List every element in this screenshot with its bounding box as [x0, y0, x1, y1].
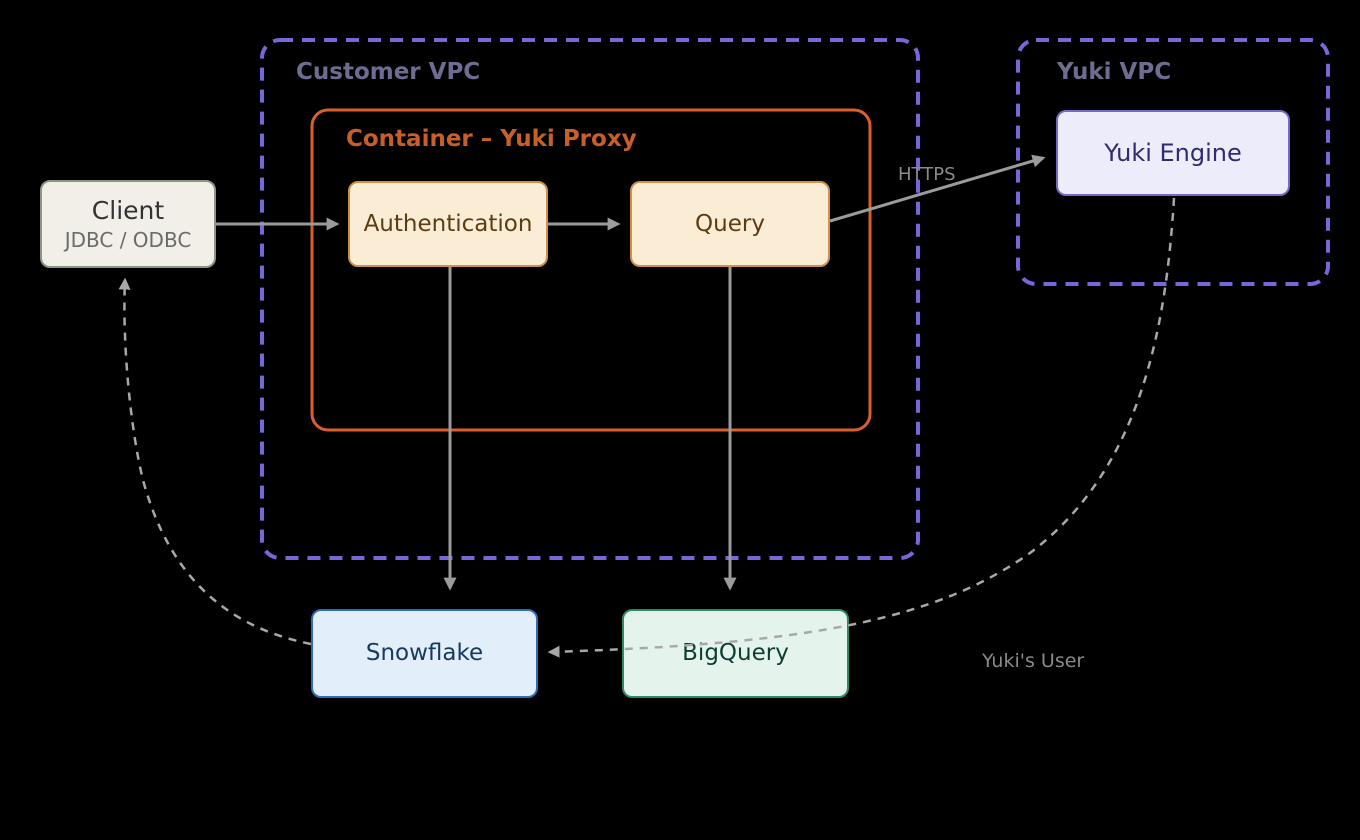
yuki-engine-label: Yuki Engine [1104, 139, 1242, 167]
https-edge-label: HTTPS [898, 164, 956, 185]
node-yuki-engine: Yuki Engine [1056, 110, 1290, 196]
snowflake-label: Snowflake [365, 640, 484, 667]
container-boundary [310, 108, 872, 432]
customer-vpc-boundary [260, 38, 920, 560]
client-label: Client [91, 195, 165, 225]
edge-snowflake-to-client [118, 277, 312, 646]
query-label: Query [695, 210, 765, 237]
node-bigquery: BigQuery [622, 609, 849, 698]
node-query: Query [630, 181, 830, 267]
customer-vpc-label: Customer VPC [296, 59, 481, 85]
client-sublabel: JDBC / ODBC [64, 228, 192, 253]
node-client: Client JDBC / ODBC [40, 180, 216, 268]
yuki-vpc-label: Yuki VPC [1057, 59, 1172, 85]
container-label: Container – Yuki Proxy [346, 126, 637, 152]
node-snowflake: Snowflake [311, 609, 538, 698]
bigquery-label: BigQuery [682, 640, 789, 667]
authentication-label: Authentication [363, 210, 533, 237]
node-authentication: Authentication [348, 181, 548, 267]
yukis-user-edge-label: Yuki's User [982, 650, 1085, 672]
